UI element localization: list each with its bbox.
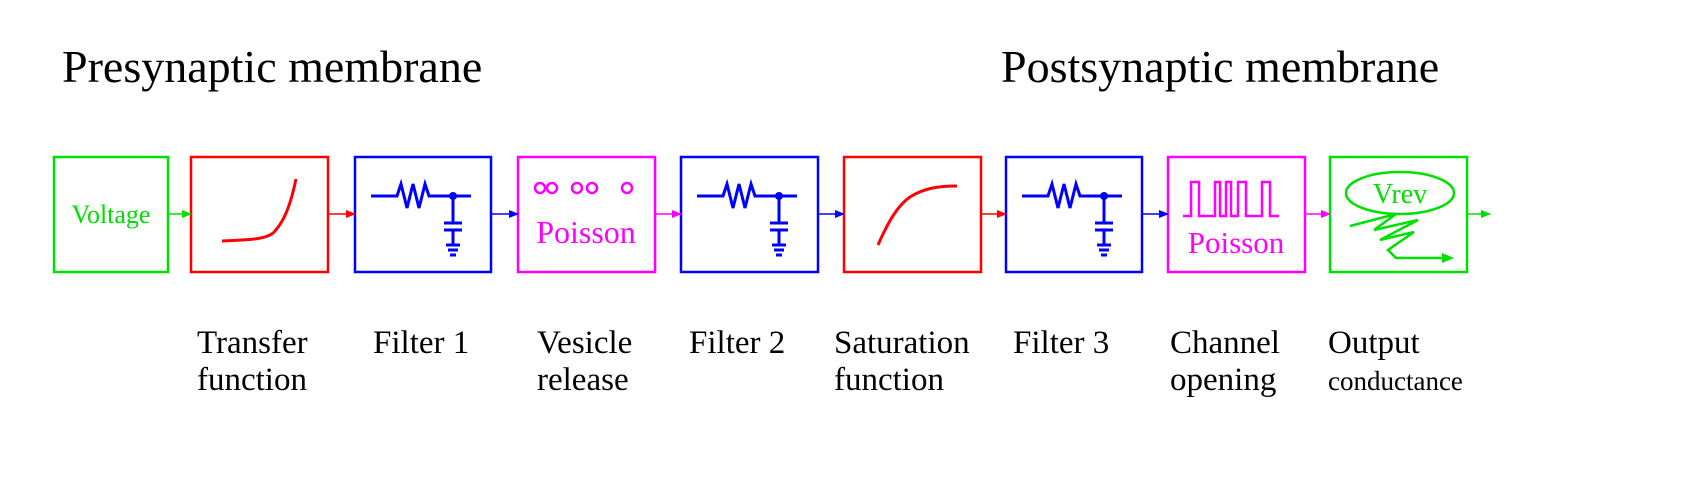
- caption-channel: Channel: [1170, 325, 1280, 361]
- capacitor-icon: [444, 196, 462, 245]
- poisson-label: Poisson: [536, 214, 636, 250]
- caption-vesicle: release: [537, 362, 629, 398]
- vrev-ellipse-icon: [1344, 170, 1456, 216]
- voltage-label: Voltage: [72, 200, 151, 229]
- variable-resistor-icon: [1349, 212, 1444, 260]
- caption-transfer: function: [197, 362, 307, 398]
- exponential-curve-icon: [221, 178, 298, 243]
- poisson-label: Poisson: [1188, 225, 1285, 260]
- caption-channel: opening: [1170, 362, 1276, 398]
- block-channel: Poisson: [1166, 155, 1307, 274]
- block-filter3: [1004, 155, 1144, 274]
- block-filter2: [679, 155, 820, 274]
- caption-output: Output: [1328, 325, 1420, 361]
- caption-saturation: Saturation: [834, 325, 970, 361]
- ground-icon: [1097, 243, 1111, 257]
- block-frame: [353, 155, 493, 274]
- rc-filter-icon: [1022, 178, 1122, 209]
- saturation-curve-icon: [876, 184, 958, 246]
- block-output: Vrev: [1328, 155, 1469, 274]
- caption-filter2: Filter 2: [689, 325, 785, 361]
- block-frame: [52, 155, 170, 274]
- block-transfer: [189, 155, 330, 274]
- postsynaptic-title: Postsynaptic membrane: [1001, 41, 1439, 92]
- caption-output: conductance: [1328, 366, 1463, 396]
- ground-icon: [772, 243, 786, 257]
- caption-vesicle: Vesicle: [537, 325, 632, 361]
- rc-filter-icon: [371, 178, 471, 209]
- pulse-train-icon: [1183, 180, 1279, 218]
- block-saturation: [842, 155, 983, 274]
- capacitor-icon: [770, 196, 788, 245]
- block-filter1: [353, 155, 493, 274]
- caption-filter1: Filter 1: [373, 325, 469, 361]
- block-vesicle: Poisson: [516, 155, 657, 274]
- block-frame: [679, 155, 820, 274]
- ground-icon: [446, 243, 460, 257]
- vesicle-circles-icon: [533, 181, 634, 195]
- caption-saturation: function: [834, 362, 944, 398]
- capacitor-icon: [1095, 196, 1113, 245]
- caption-transfer: Transfer: [197, 325, 308, 361]
- caption-filter3: Filter 3: [1013, 325, 1109, 361]
- presynaptic-title: Presynaptic membrane: [62, 41, 482, 92]
- arrow-tip-icon: [1442, 253, 1454, 263]
- block-voltage: Voltage: [52, 155, 170, 274]
- block-frame: [842, 155, 983, 274]
- vrev-label: Vrev: [1373, 179, 1427, 210]
- rc-filter-icon: [697, 178, 797, 209]
- block-frame: [189, 155, 330, 274]
- block-frame: [1004, 155, 1144, 274]
- block-frame: [516, 155, 657, 274]
